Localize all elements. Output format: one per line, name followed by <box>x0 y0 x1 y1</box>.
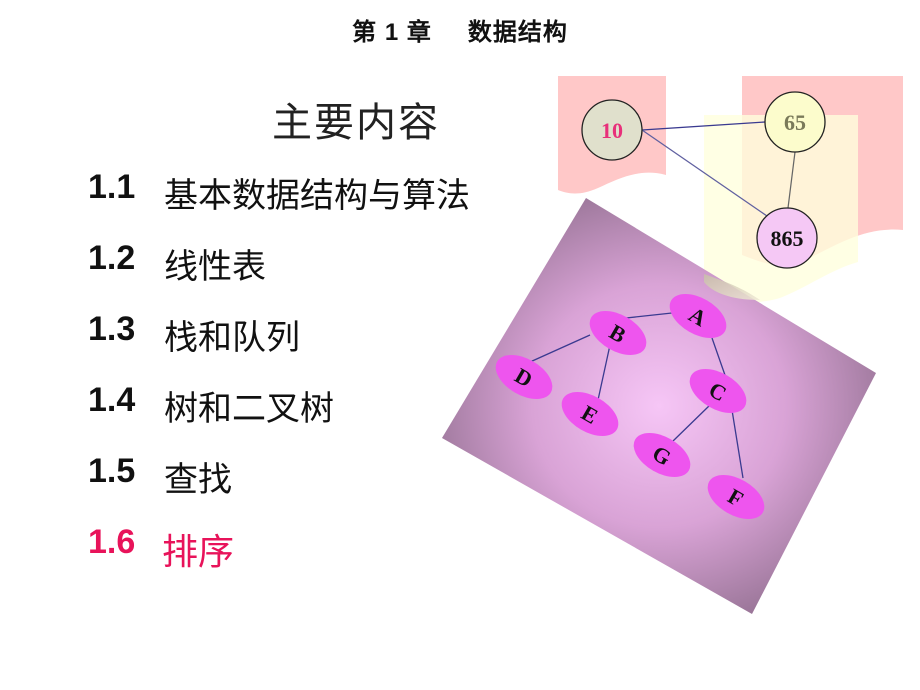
toc-item-1-6-active[interactable]: 1.6 排序 <box>88 523 470 594</box>
toc-text: 排序 <box>162 531 235 572</box>
tree-panel <box>442 198 876 614</box>
svg-text:65: 65 <box>784 110 806 135</box>
chapter-name: 数据结构 <box>467 19 568 46</box>
toc-text: 查找 <box>164 461 232 499</box>
toc-item-1-5[interactable]: 1.5 查找 <box>88 452 470 523</box>
toc-text: 基本数据结构与算法 <box>164 177 470 215</box>
section-heading: 主要内容 <box>272 100 440 146</box>
graph-node-10: 10 <box>581 99 643 161</box>
toc-number: 1.5 <box>88 452 136 490</box>
toc-number: 1.2 <box>88 239 136 277</box>
tree-node-d: D <box>495 355 553 399</box>
tree-node-b: B <box>589 311 647 355</box>
svg-text:10: 10 <box>601 118 623 143</box>
graph-node-865: 865 <box>756 207 818 269</box>
toc-number: 1.4 <box>88 381 136 419</box>
toc-item-1-4[interactable]: 1.4 树和二叉树 <box>88 381 470 452</box>
chapter-title: 第 1 章 数据结构 <box>0 12 920 47</box>
svg-text:865: 865 <box>771 226 804 251</box>
toc-item-1-3[interactable]: 1.3 栈和队列 <box>88 310 470 381</box>
toc-number: 1.1 <box>88 168 136 206</box>
toc-number: 1.6 <box>88 523 136 561</box>
tree-node-f: F <box>707 475 765 519</box>
toc-text: 树和二叉树 <box>164 390 334 428</box>
table-of-contents: 1.1 基本数据结构与算法 1.2 线性表 1.3 栈和队列 1.4 树和二叉树 1.5… <box>88 168 470 594</box>
tree-node-g: G <box>633 433 691 477</box>
toc-item-1-2[interactable]: 1.2 线性表 <box>88 239 470 310</box>
tree-node-a: A <box>669 294 727 338</box>
graph-node-65: 65 <box>764 91 826 153</box>
tree-node-e: E <box>561 392 619 436</box>
toc-text: 栈和队列 <box>164 319 300 357</box>
toc-item-1-1[interactable]: 1.1 基本数据结构与算法 <box>88 168 470 239</box>
toc-number: 1.3 <box>88 310 136 348</box>
toc-text: 线性表 <box>164 248 266 286</box>
tree-node-c: C <box>689 369 747 413</box>
chapter-label: 第 1 章 <box>352 19 432 46</box>
page-curl <box>704 274 760 300</box>
